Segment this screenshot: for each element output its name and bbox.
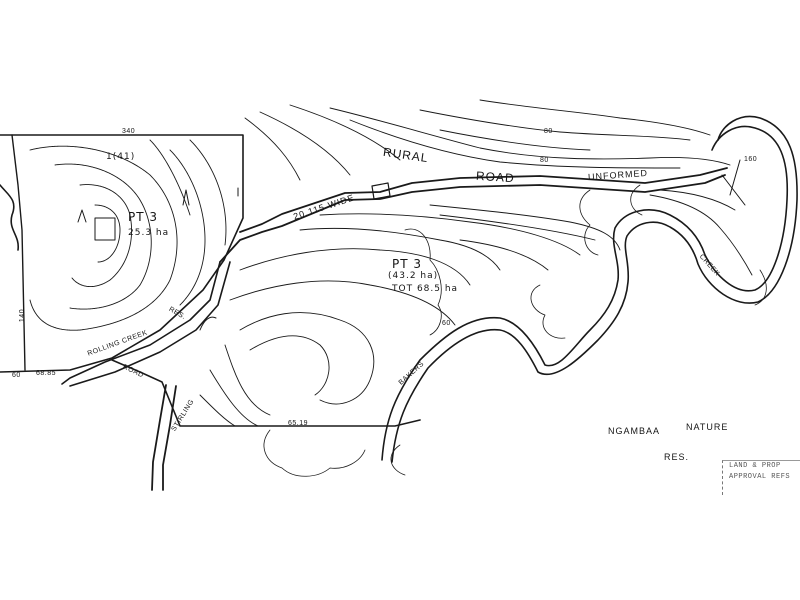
bakers-creek-inner	[391, 115, 798, 463]
label-reserve-abbrev: RES.	[664, 452, 690, 462]
survey-block	[94, 217, 116, 241]
stirling-road-right	[162, 385, 177, 491]
label-pt3-north: PT 3	[128, 210, 159, 224]
label-chain-6519: 65.19	[288, 420, 309, 427]
label-area-south: (43.2 ha)	[388, 271, 439, 281]
contours-east	[429, 189, 753, 276]
contours-nw	[29, 139, 227, 331]
label-reserve-type: NATURE	[686, 422, 729, 432]
label-area-north: 25.3 ha	[128, 228, 170, 238]
contours-main	[199, 213, 581, 427]
parcel-boundary-north	[0, 134, 244, 373]
label-contour-160: 160	[744, 156, 758, 163]
label-bearing-left: 140	[19, 308, 27, 323]
road-block	[371, 182, 391, 200]
label-total-area: TOT 68.5 ha	[392, 284, 459, 294]
left-stream	[0, 184, 19, 251]
label-bearing-top: 340	[122, 128, 136, 135]
contours-north	[244, 99, 731, 181]
label-lot: 1(41)	[106, 152, 136, 162]
stamp-line-1: LAND & PROP	[729, 462, 781, 470]
label-reserve-name: NGAMBAA	[608, 426, 661, 436]
label-contour-80b: 80	[540, 157, 549, 164]
road-sw-1	[61, 261, 221, 385]
parcel-inner-boundary	[11, 134, 26, 371]
stirling-road-left	[151, 384, 167, 491]
road-edge-south	[219, 174, 726, 263]
stamp-line-2: APPROVAL REFS	[729, 473, 791, 481]
label-chain-6885: 68.85	[36, 370, 57, 377]
label-contour-60: 60	[442, 320, 451, 327]
parcel-boundary-south	[111, 359, 421, 427]
survey-ticks	[77, 159, 746, 331]
label-pt3-south: PT 3	[392, 257, 423, 271]
bakers-creek-outer	[381, 125, 789, 461]
label-chain-60: 60	[12, 372, 21, 379]
label-road: ROAD	[475, 168, 516, 186]
road-edge-north	[239, 167, 728, 233]
vegetation-outlines	[263, 184, 767, 477]
approval-stamp: LAND & PROP APPROVAL REFS	[722, 460, 800, 495]
label-contour-80a: 80	[544, 128, 553, 135]
road-sw-2	[69, 261, 231, 387]
